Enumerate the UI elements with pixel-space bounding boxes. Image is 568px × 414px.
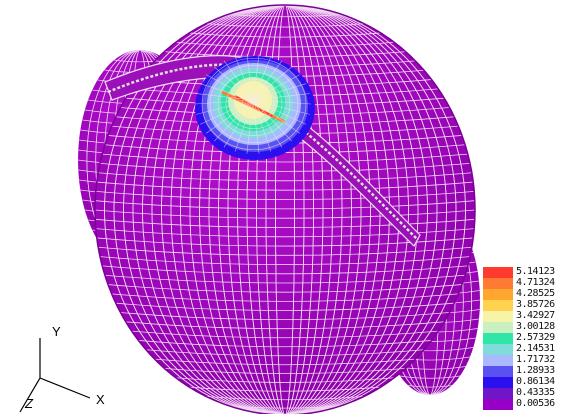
- main-sphere: [94, 4, 476, 414]
- legend-entry: 4.71324: [483, 277, 563, 289]
- legend-entry: 3.00128: [483, 321, 563, 333]
- legend-swatch: [483, 388, 513, 399]
- legend-value: 4.28525: [516, 288, 555, 299]
- legend-value: 2.57329: [516, 332, 555, 343]
- legend-entry: 4.28525: [483, 288, 563, 300]
- legend-value: 0.00536: [516, 398, 555, 409]
- legend-swatch: [483, 322, 513, 333]
- legend-entry: 3.42927: [483, 310, 563, 322]
- legend-value: 3.00128: [516, 321, 555, 332]
- legend-swatch: [483, 399, 513, 410]
- legend-entry: 0.86134: [483, 376, 563, 388]
- legend-value: 3.42927: [516, 310, 555, 321]
- legend-value: 1.71732: [516, 354, 555, 365]
- legend-entry: 1.28933: [483, 365, 563, 377]
- z-axis-label: Z: [25, 396, 33, 411]
- legend-value: 5.14123: [516, 266, 555, 277]
- y-axis-label: Y: [52, 324, 61, 339]
- legend-swatch: [483, 300, 513, 311]
- legend-entry: 2.57329: [483, 332, 563, 344]
- legend-entry: 1.71732: [483, 354, 563, 366]
- legend-value: 2.14531: [516, 343, 555, 354]
- legend-value: 0.43335: [516, 387, 555, 398]
- legend-entry: 0.43335: [483, 387, 563, 399]
- axis-triad: [19, 338, 91, 413]
- legend-value: 1.28933: [516, 365, 555, 376]
- legend-swatch: [483, 344, 513, 355]
- contour-hotspot: [194, 54, 315, 160]
- legend-swatch: [483, 333, 513, 344]
- legend-entry: 0.00536: [483, 398, 563, 410]
- legend-swatch: [483, 355, 513, 366]
- x-axis-label: X: [96, 392, 105, 407]
- legend-swatch: [483, 311, 513, 322]
- legend-entry: 5.14123: [483, 266, 563, 278]
- legend-value: 0.86134: [516, 376, 555, 387]
- legend-swatch: [483, 267, 513, 278]
- legend-value: 3.85726: [516, 299, 555, 310]
- legend-entry: 3.85726: [483, 299, 563, 311]
- legend-value: 4.71324: [516, 277, 555, 288]
- legend-entry: 2.14531: [483, 343, 563, 355]
- legend-swatch: [483, 278, 513, 289]
- legend-swatch: [483, 289, 513, 300]
- legend-swatch: [483, 377, 513, 388]
- legend-swatch: [483, 366, 513, 377]
